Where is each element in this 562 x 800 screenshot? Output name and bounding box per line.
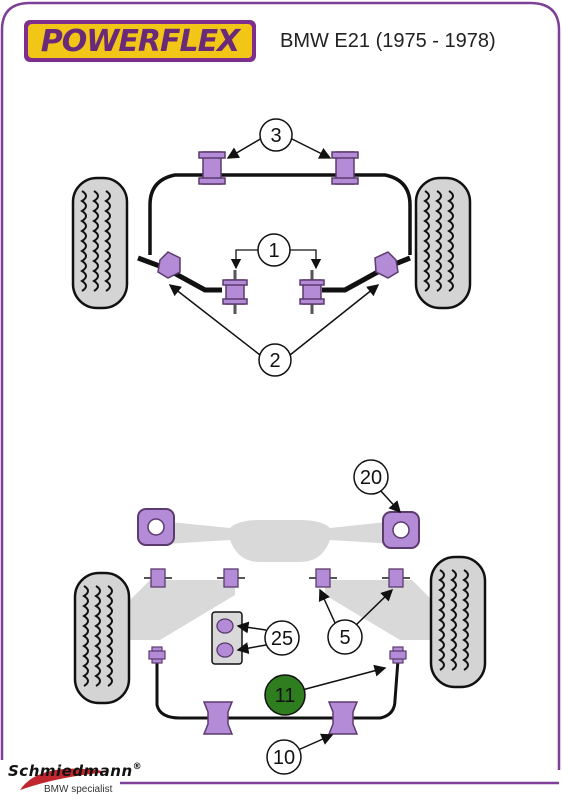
callout-11-label: 11: [275, 685, 296, 707]
subframe-mount-bush-right: [382, 511, 420, 549]
rear-subframe: [150, 520, 410, 562]
rear-bar-bush-right: [327, 701, 359, 735]
rear-right-trailing-arm: [325, 580, 432, 640]
page-title: BMW E21 (1975 - 1978): [280, 30, 496, 52]
footer-swoosh: [20, 768, 110, 790]
rear-anti-roll-bar: [155, 655, 400, 720]
trailing-arm-bush-4: [382, 568, 410, 588]
front-arm-bush-left: [157, 251, 181, 279]
front-right-arm: [322, 255, 411, 293]
callout-1-label: 1: [268, 240, 279, 262]
footer-subtitle: BMW specialist: [44, 784, 113, 795]
front-bar-bush-left: [198, 151, 226, 185]
front-right-tyre: [414, 176, 472, 310]
rear-right-tyre: [429, 555, 487, 689]
callout-5-circle: [327, 619, 363, 655]
rear-left-trailing-arm: [130, 580, 235, 640]
logo-text: POWERFLEX: [40, 23, 240, 59]
callout-1-circle: [257, 233, 291, 267]
front-arm-bush-right: [374, 251, 399, 279]
callout-25-circle: [264, 620, 300, 656]
front-arm-rear-bush-right: [299, 270, 325, 314]
trailing-arm-bush-2: [217, 568, 245, 588]
callout-20-label: 20: [360, 467, 382, 489]
callout-2-circle: [258, 343, 292, 377]
powerflex-logo: POWERFLEX: [24, 20, 256, 62]
subframe-mount-bush-left: [137, 508, 175, 546]
rear-bar-bush-left: [202, 701, 234, 735]
page-border: [0, 1, 561, 770]
footer-brand: Schmiedmann®: [8, 762, 142, 780]
rear-axle-group: 20 25 5 11 10: [73, 459, 487, 775]
callout-25-label: 25: [271, 628, 293, 650]
front-anti-roll-bar: [148, 173, 412, 255]
callout-3-label: 3: [270, 125, 281, 147]
registered-mark: ®: [132, 762, 143, 772]
trailing-arm-bush-1: [144, 568, 172, 588]
diff-mount-bush: [211, 611, 243, 665]
front-left-tyre: [71, 176, 129, 310]
front-axle-group: 3 1 2: [71, 118, 472, 377]
callout-11-circle: [264, 674, 306, 716]
rear-left-tyre: [73, 571, 131, 705]
rear-bar-end-link-right: [389, 646, 407, 664]
callout-3-circle: [259, 118, 293, 152]
callout-5-label: 5: [339, 627, 350, 649]
trailing-arm-bush-3: [309, 568, 337, 588]
callout-10-label: 10: [273, 747, 295, 769]
front-arm-rear-bush-left: [222, 270, 248, 314]
callout-20-circle: [353, 459, 389, 495]
front-left-arm: [137, 255, 222, 293]
rear-bar-end-link-left: [148, 646, 166, 664]
callout-2-label: 2: [269, 350, 280, 372]
footer-brand-name: Schmiedmann: [8, 762, 133, 780]
front-bar-bush-right: [331, 151, 359, 185]
callout-10-circle: [266, 739, 302, 775]
